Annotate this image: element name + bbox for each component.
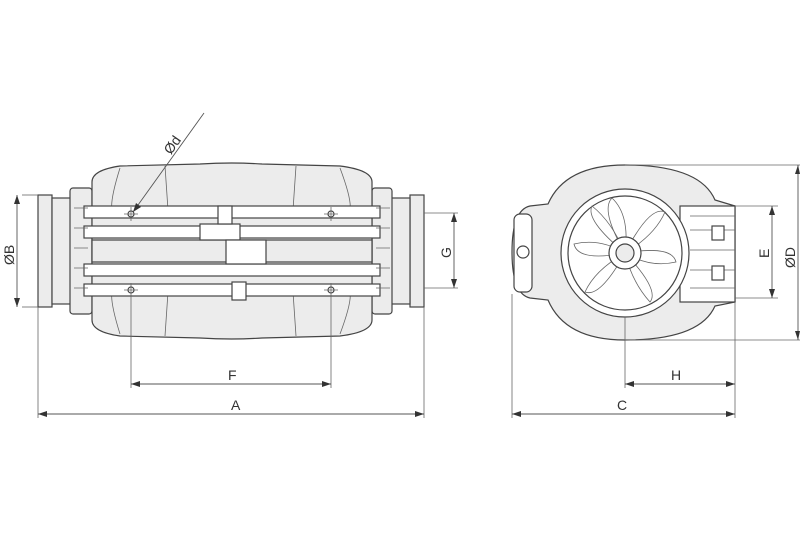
blade [624, 252, 653, 303]
arrow-b-bottom [14, 298, 20, 307]
arrow-g-top [451, 213, 457, 222]
clamp-band-3 [83, 263, 381, 277]
box-slot-lower [711, 265, 725, 281]
latch-bottom-tab [231, 281, 247, 301]
side-view: Ød ØB G F A [1, 112, 458, 418]
arrow-f-left [131, 381, 140, 387]
right-spigot-outer [409, 194, 425, 308]
leader-d [132, 112, 205, 213]
label-b: ØB [1, 245, 17, 265]
latch-top-tab [217, 205, 233, 225]
label-f: F [228, 367, 237, 383]
arrow-f-right [322, 381, 331, 387]
label-g: G [438, 247, 454, 258]
inlet-ring-inner [567, 195, 683, 311]
blade [590, 205, 626, 254]
left-spigot-inner [51, 197, 73, 305]
arrow-h-right [726, 381, 735, 387]
arrow-d-bottom [795, 331, 800, 340]
rib-right [292, 165, 297, 337]
arrow-h-left [625, 381, 634, 387]
terminal-screw [516, 245, 530, 259]
label-c: C [617, 397, 627, 413]
label-a: A [231, 397, 241, 413]
arrow-b-top [14, 195, 20, 204]
label-d: Ød [160, 132, 184, 156]
arrow-d [133, 203, 141, 212]
blade [584, 252, 626, 294]
label-e: E [756, 249, 772, 258]
terminal-tab [513, 213, 533, 293]
arrow-e-top [769, 206, 775, 215]
rib-left [164, 165, 169, 337]
box-slot-upper [711, 225, 725, 241]
arrow-e-bottom [769, 289, 775, 298]
collar-ribs-right [376, 207, 390, 289]
end-view: ØD E H C [511, 164, 800, 418]
arrow-c-right [726, 411, 735, 417]
arrow-g-bottom [451, 279, 457, 288]
hub-inner [615, 243, 635, 263]
arrow-a-left [38, 411, 47, 417]
mounting-holes [124, 207, 338, 297]
label-h: H [671, 367, 681, 383]
right-spigot-inner [389, 197, 411, 305]
latch-upper [199, 223, 241, 241]
left-spigot-outer [37, 194, 53, 308]
arrow-d-top [795, 165, 800, 174]
hole-crosshairs [124, 207, 338, 297]
arrow-c-left [512, 411, 521, 417]
label-dd: ØD [782, 247, 798, 268]
collar-ribs-left [74, 207, 88, 289]
blade [624, 210, 666, 254]
arrow-a-right [415, 411, 424, 417]
latch-center [225, 239, 267, 265]
